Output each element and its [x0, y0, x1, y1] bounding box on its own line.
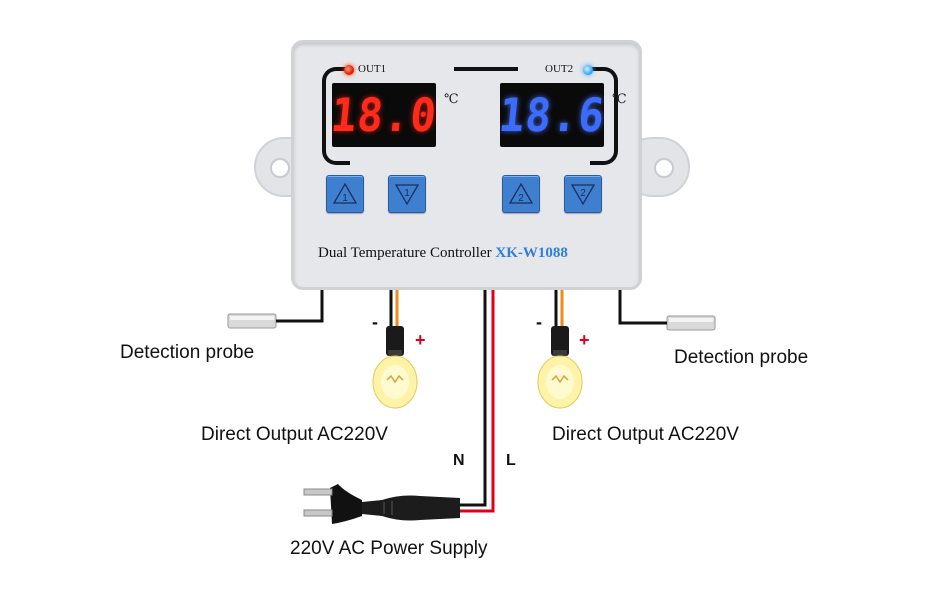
- probe-right-label: Detection probe: [674, 347, 809, 368]
- power-supply-label: 220V AC Power Supply: [290, 538, 488, 559]
- up-button-2[interactable]: 2: [502, 175, 540, 213]
- display-2-value: 18.6: [500, 88, 604, 142]
- probe-left-label: Detection probe: [120, 342, 255, 363]
- probe-right: [618, 290, 716, 331]
- temperature-display-2: 18.6: [500, 83, 604, 147]
- output-left-minus: -: [372, 312, 378, 332]
- up-button-1[interactable]: 1: [326, 175, 364, 213]
- down-button-1[interactable]: 1: [388, 175, 426, 213]
- frame-top-bar: [454, 67, 518, 71]
- output-left-plus: +: [415, 330, 426, 350]
- button-2-down-number: 2: [580, 188, 586, 199]
- button-1-down-number: 1: [404, 188, 410, 199]
- power-wires: [460, 290, 495, 513]
- controller-caption: Dual Temperature Controller XK-W1088: [318, 245, 568, 262]
- down-button-2[interactable]: 2: [564, 175, 602, 213]
- power-plug: [303, 484, 460, 524]
- mounting-hole-left: [270, 158, 290, 178]
- triangle-down-icon: 1: [394, 184, 420, 206]
- controller-title: Dual Temperature Controller: [318, 245, 492, 261]
- triangle-down-icon: 2: [570, 184, 596, 206]
- button-1-up-number: 1: [342, 193, 348, 204]
- output-left-label: Direct Output AC220V: [201, 424, 388, 445]
- output-right-label: Direct Output AC220V: [552, 424, 739, 445]
- display-frame-left: [322, 67, 350, 165]
- mounting-hole-right: [654, 158, 674, 178]
- display-2-unit: ℃: [612, 91, 627, 106]
- button-2-up-number: 2: [518, 193, 524, 204]
- out2-led-icon: [583, 65, 593, 75]
- bulb-right: [537, 326, 583, 409]
- controller-model: XK-W1088: [495, 245, 568, 261]
- neutral-label: N: [453, 452, 465, 469]
- live-label: L: [506, 452, 516, 469]
- triangle-up-icon: 2: [508, 182, 534, 204]
- output-right-wires: [554, 290, 564, 328]
- bulb-left: [372, 326, 418, 409]
- display-frame-right: [590, 67, 618, 165]
- out1-led-icon: [344, 65, 354, 75]
- temperature-controller: OUT1 OUT2 18.0 ℃ 18.6 ℃ 1 1 2 2: [291, 40, 642, 290]
- output-right-minus: -: [536, 312, 542, 332]
- display-1-unit: ℃: [444, 91, 459, 106]
- out1-label: OUT1: [358, 63, 387, 75]
- probe-left: [227, 290, 324, 329]
- display-1-value: 18.0: [332, 88, 436, 142]
- triangle-up-icon: 1: [332, 182, 358, 204]
- output-right-plus: +: [579, 330, 590, 350]
- output-left-wires: [389, 290, 399, 328]
- out2-label: OUT2: [545, 63, 574, 75]
- temperature-display-1: 18.0: [332, 83, 436, 147]
